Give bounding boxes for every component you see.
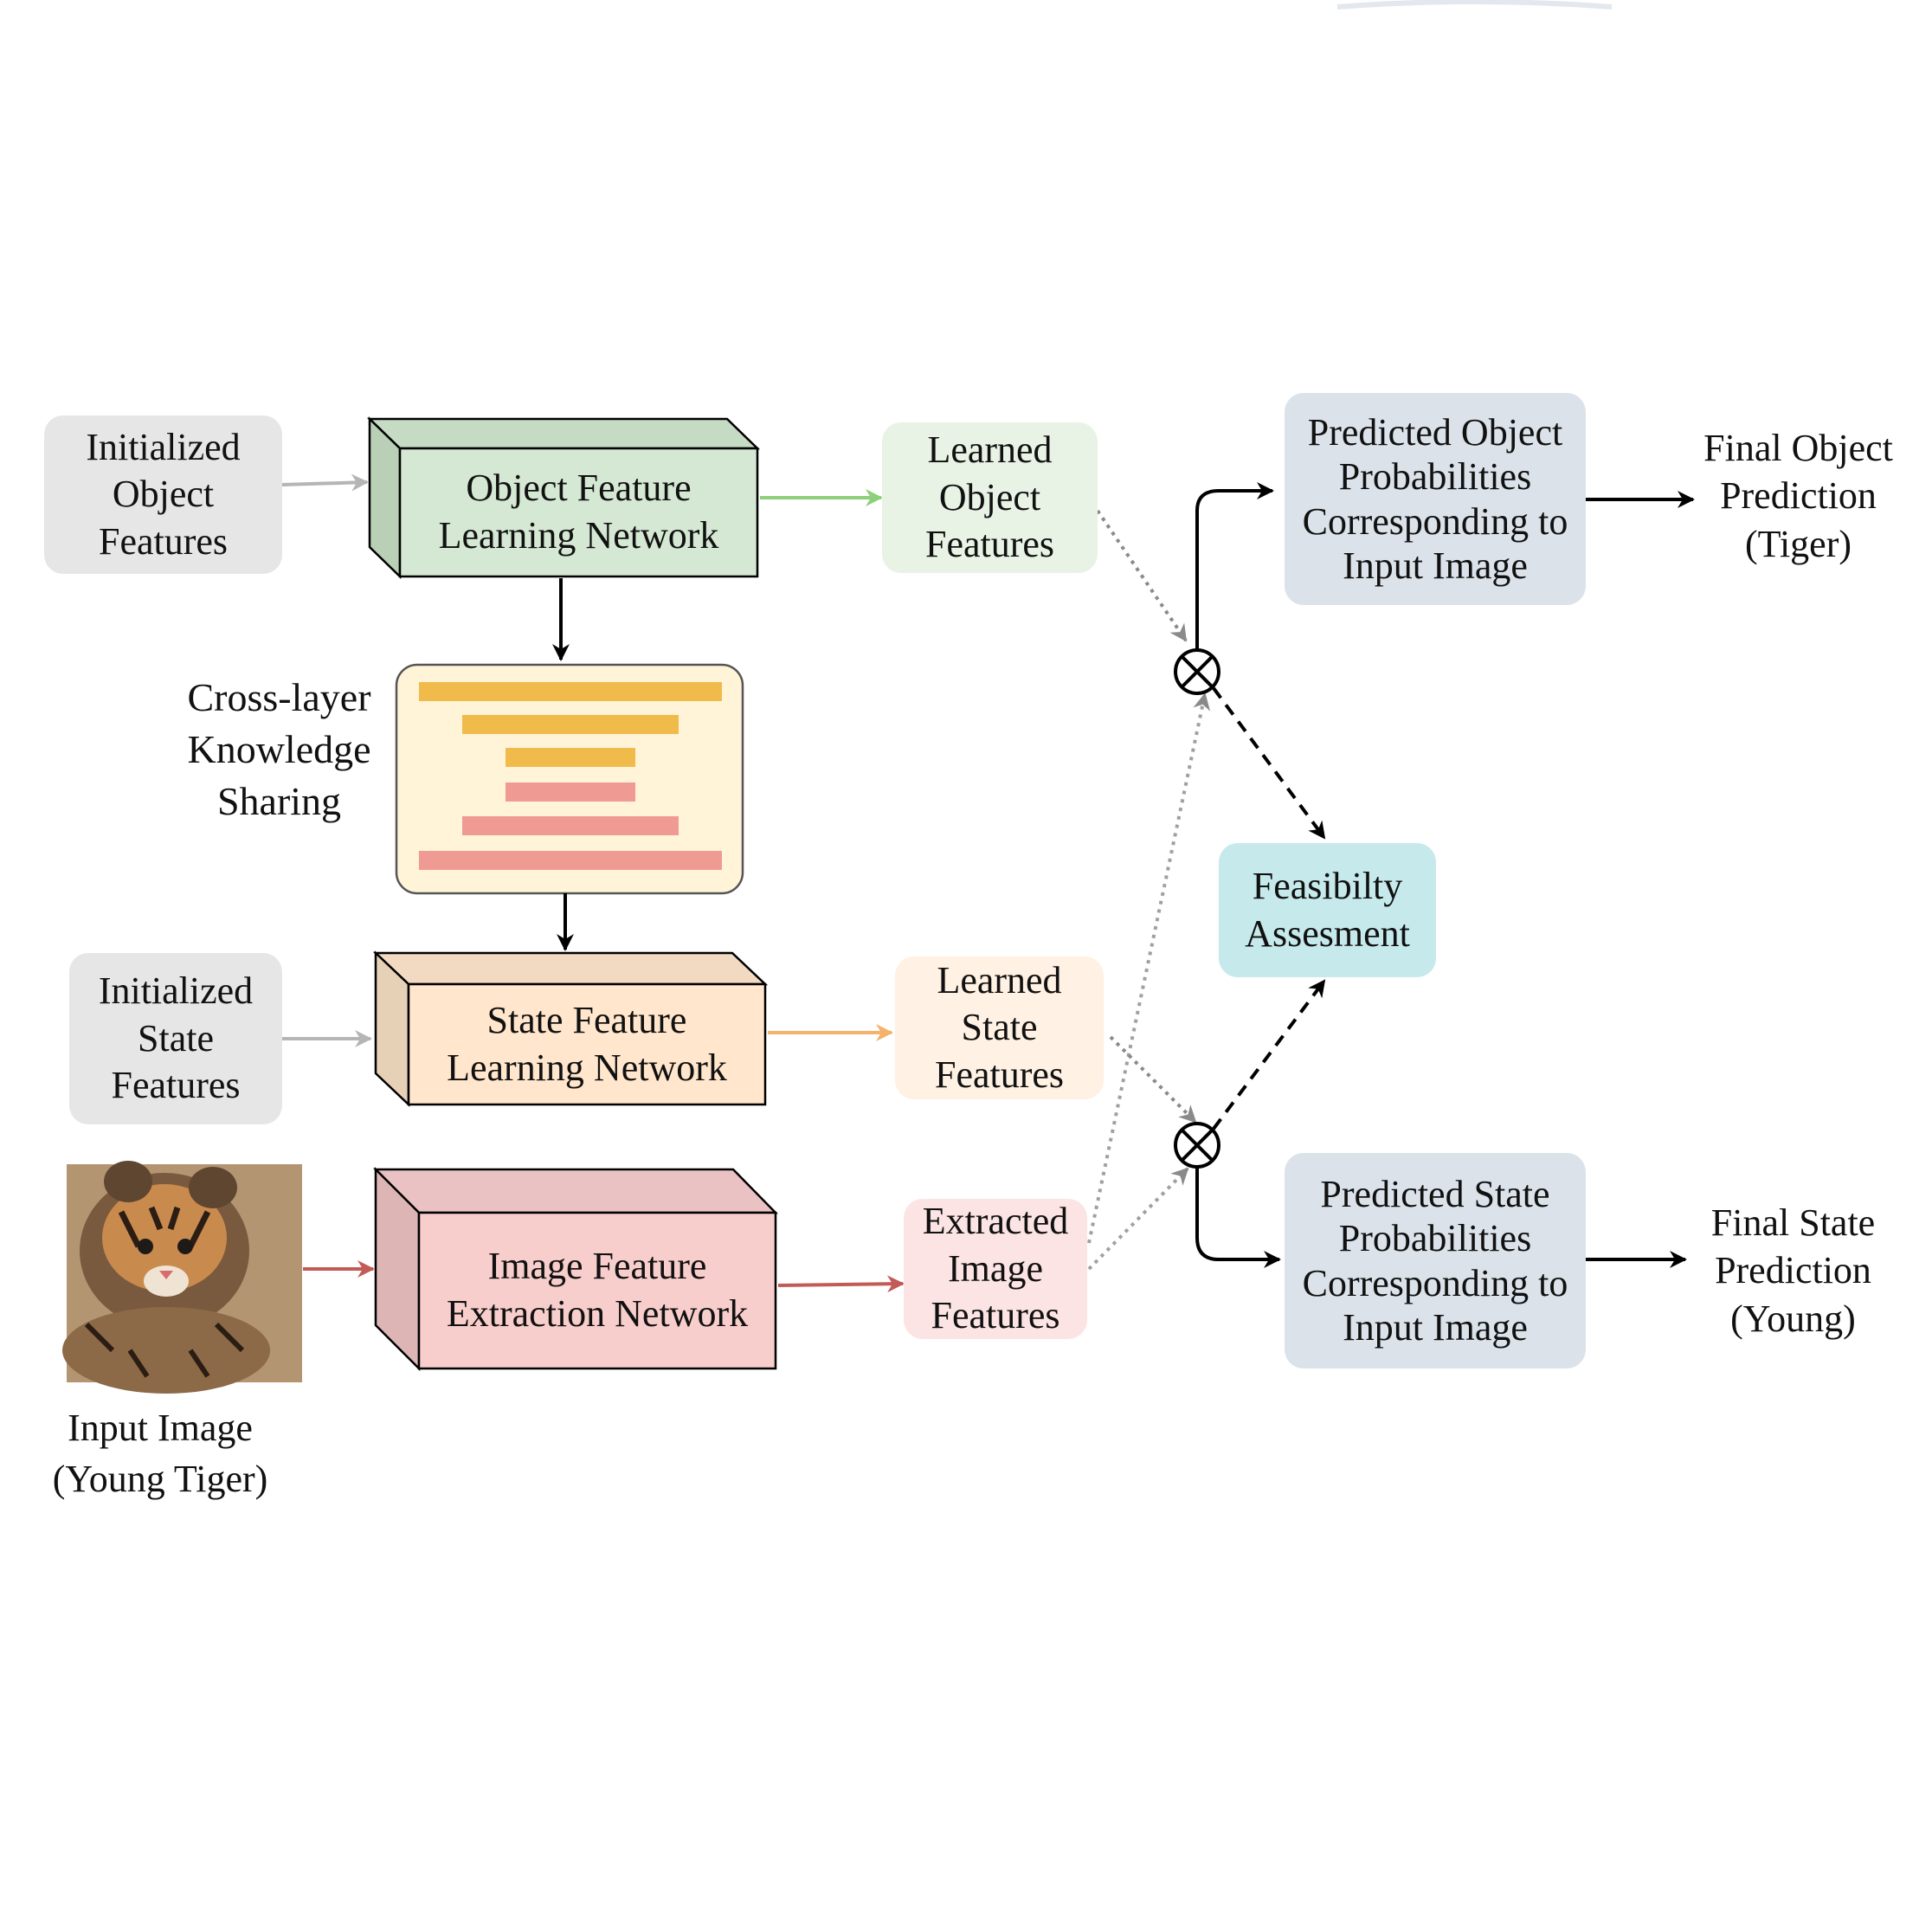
line: Predicted State xyxy=(1320,1172,1550,1215)
line: Learned xyxy=(937,958,1062,1001)
line: Corresponding to xyxy=(1302,499,1568,543)
predicted-state-probabilities: Predicted State Probabilities Correspond… xyxy=(1285,1153,1586,1368)
predicted-object-probabilities: Predicted Object Probabilities Correspon… xyxy=(1285,393,1586,605)
learned-state-features: Learned State Features xyxy=(895,956,1104,1099)
initialized-object-features: Initialized Object Features xyxy=(44,415,282,574)
line: Features xyxy=(931,1294,1060,1337)
arrow-op2-to-state-probs xyxy=(1195,1167,1281,1268)
line: Object xyxy=(938,475,1041,518)
final-object-prediction: Final Object Prediction (Tiger) xyxy=(1692,424,1904,568)
line: Final Object xyxy=(1703,427,1893,469)
line: Prediction xyxy=(1720,474,1877,518)
line: Features xyxy=(111,1064,241,1107)
line: Image xyxy=(948,1246,1043,1290)
tiger-cub-image xyxy=(62,1161,302,1394)
multiply-operator-state xyxy=(1174,1122,1220,1169)
object-network-shape xyxy=(366,416,761,579)
line: Input Image xyxy=(1343,1305,1528,1349)
image-feature-extraction-network: Image Feature Extraction Network xyxy=(419,1213,776,1368)
line: Knowledge xyxy=(187,726,371,771)
line: Object Feature xyxy=(466,467,692,510)
line: Features xyxy=(98,519,229,563)
line: (Tiger) xyxy=(1744,522,1852,565)
line: Initialized xyxy=(86,425,241,468)
line: State Feature xyxy=(486,998,687,1041)
top-edge-decoration xyxy=(1336,0,1613,10)
line: Learned xyxy=(927,428,1053,472)
line: Prediction xyxy=(1715,1249,1871,1292)
line: Feasibilty xyxy=(1252,864,1403,907)
knowledge-bar xyxy=(419,682,722,701)
line: Image Feature xyxy=(487,1245,707,1288)
line: Predicted Object xyxy=(1307,410,1563,454)
line: (Young) xyxy=(1730,1297,1856,1340)
dotted-learned-object-to-op1 xyxy=(1096,509,1188,642)
line: Assesment xyxy=(1245,911,1410,955)
object-feature-learning-network: Object Feature Learning Network xyxy=(400,448,757,576)
input-image-caption: Input Image (Young Tiger) xyxy=(26,1402,294,1505)
line: Extraction Network xyxy=(446,1292,749,1335)
learned-object-features: Learned Object Features xyxy=(882,422,1098,573)
line: Features xyxy=(934,1053,1065,1096)
arrow-op1-to-object-probs xyxy=(1195,482,1274,650)
line: Learning Network xyxy=(438,514,719,557)
feasibility-assessment: Feasibilty Assesment xyxy=(1219,843,1436,977)
line: Features xyxy=(924,523,1055,566)
dotted-learned-state-to-op2 xyxy=(1109,1035,1197,1124)
state-network-shape xyxy=(372,950,769,1107)
arrow-init-object-to-net xyxy=(281,473,369,492)
final-state-prediction: Final State Prediction (Young) xyxy=(1688,1199,1898,1343)
line: Probabilities xyxy=(1338,1217,1532,1260)
dashed-op1-to-feasibility xyxy=(1212,686,1326,840)
knowledge-bar xyxy=(462,816,679,835)
knowledge-sharing-box xyxy=(395,663,744,895)
multiply-operator-object xyxy=(1174,648,1220,695)
knowledge-bar xyxy=(462,715,679,734)
line: Object xyxy=(112,473,215,516)
line: Input Image xyxy=(68,1407,253,1449)
line: Sharing xyxy=(216,778,342,823)
arrow-image-net-to-extracted xyxy=(777,1275,905,1293)
image-network-shape xyxy=(372,1166,778,1372)
initialized-state-features: Initialized State Features xyxy=(69,953,282,1124)
line: Extracted xyxy=(922,1200,1069,1243)
dotted-image-to-op2 xyxy=(1087,1167,1189,1271)
line: State xyxy=(961,1006,1038,1049)
line: Final State xyxy=(1710,1201,1876,1244)
line: Learning Network xyxy=(447,1046,727,1089)
line: Probabilities xyxy=(1338,455,1532,499)
line: Initialized xyxy=(98,969,254,1013)
state-feature-learning-network: State Feature Learning Network xyxy=(409,984,765,1104)
extracted-image-features: Extracted Image Features xyxy=(904,1199,1087,1339)
line: State xyxy=(138,1016,214,1059)
line: Cross-layer xyxy=(187,675,371,719)
knowledge-bar xyxy=(506,748,635,767)
line: (Young Tiger) xyxy=(52,1458,268,1501)
knowledge-bar xyxy=(419,851,722,870)
line: Input Image xyxy=(1343,544,1528,587)
dashed-op2-to-feasibility xyxy=(1212,979,1326,1130)
knowledge-bar xyxy=(506,782,635,802)
cross-layer-knowledge-sharing-label: Cross-layer Knowledge Sharing xyxy=(169,672,390,827)
dotted-image-to-op1 xyxy=(1087,692,1211,1244)
line: Corresponding to xyxy=(1302,1261,1568,1304)
